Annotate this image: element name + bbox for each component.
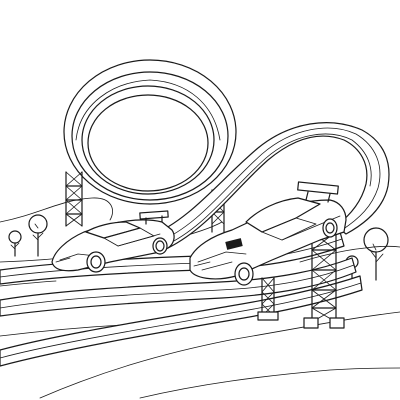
tree-left-small [8, 230, 22, 257]
tree-left-large [28, 214, 48, 257]
lower-track [0, 231, 363, 367]
background-hills [0, 197, 400, 399]
loop-support-tower [65, 171, 83, 227]
middle-support-tower [257, 277, 279, 321]
sports-car [51, 210, 175, 273]
muscle-car [189, 181, 347, 286]
tree-right-large [363, 227, 389, 281]
vertical-loop [63, 59, 237, 205]
curved-ramp [149, 122, 390, 249]
ramp-support-tower [303, 231, 345, 329]
